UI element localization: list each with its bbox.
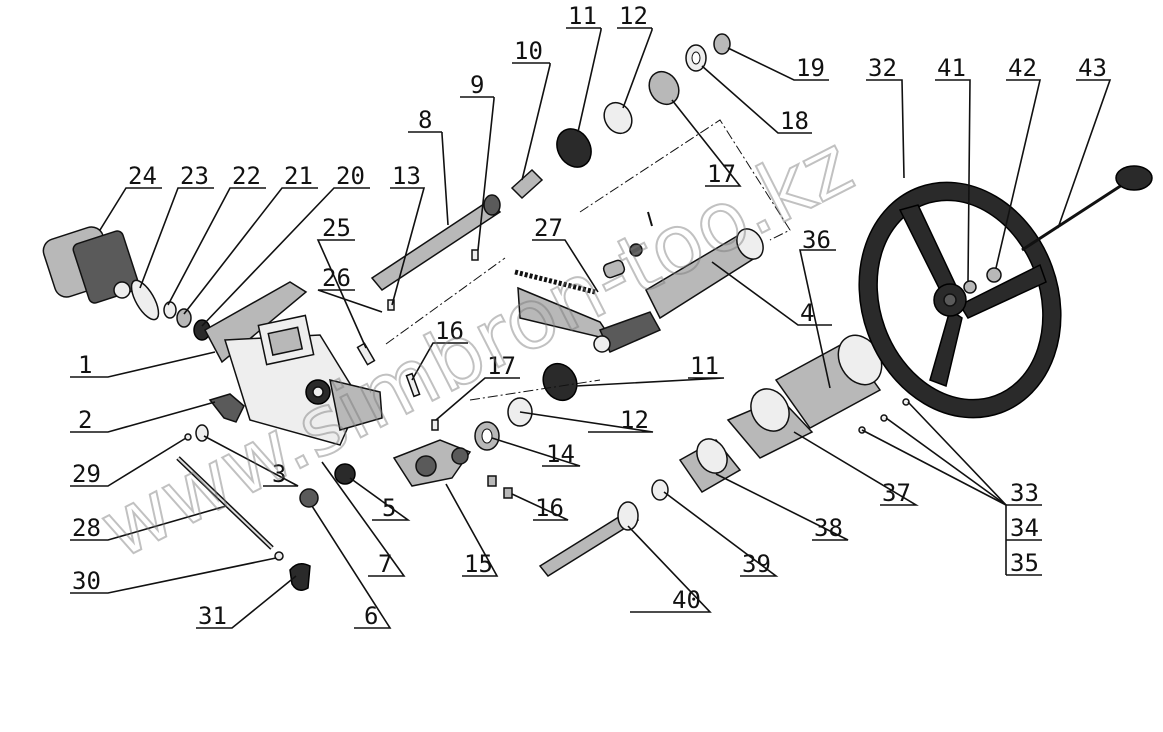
- hydraulic-pump: [42, 226, 140, 304]
- callout-44: 42: [1008, 54, 1037, 82]
- parts: [42, 33, 1153, 591]
- washer: [963, 280, 977, 294]
- callout-27: 25: [322, 214, 351, 242]
- bolt: [356, 342, 376, 366]
- callout-37: 35: [1010, 549, 1039, 577]
- callout-35: 33: [1010, 479, 1039, 507]
- callout-31: 29: [72, 460, 101, 488]
- sleeve: [603, 101, 633, 135]
- shaft: [370, 194, 502, 291]
- callout-18: 16: [535, 494, 564, 522]
- steering-wheel: [858, 181, 1062, 419]
- callout-17: 17: [487, 352, 516, 380]
- callout-22: 20: [336, 162, 365, 190]
- callout-38: 36: [802, 226, 831, 254]
- callout-8: 8: [418, 106, 432, 134]
- callout-6: 6: [364, 602, 378, 630]
- pin: [431, 419, 439, 431]
- callout-43: 41: [937, 54, 966, 82]
- bushing-40: [678, 438, 742, 493]
- knob-rod: [1021, 183, 1123, 252]
- key: [387, 299, 395, 311]
- callout-14: 14: [546, 440, 575, 468]
- callout-3: 3: [272, 460, 286, 488]
- nut: [629, 243, 643, 257]
- callout-34: 32: [868, 54, 897, 82]
- callout-7: 7: [378, 550, 392, 578]
- callout-12: 12: [619, 2, 648, 30]
- universal-joint: [392, 439, 472, 487]
- callout-9: 9: [470, 71, 484, 99]
- callout-11-lower: 11: [690, 352, 719, 380]
- callout-29: 27: [534, 214, 563, 242]
- callout-42: 40: [672, 586, 701, 614]
- nut: [648, 70, 680, 106]
- nut: [986, 267, 1002, 283]
- callout-41: 39: [742, 550, 771, 578]
- callout-1: 1: [78, 351, 92, 379]
- bolt: [487, 475, 497, 487]
- ring: [651, 479, 669, 501]
- callout-10: 10: [514, 37, 543, 65]
- callout-16: 16: [435, 317, 464, 345]
- callout-15: 15: [464, 550, 493, 578]
- knob: [289, 563, 311, 591]
- callout-25: 23: [180, 162, 209, 190]
- knob: [1115, 165, 1153, 191]
- bolt: [405, 372, 421, 398]
- callout-2: 2: [78, 406, 92, 434]
- callout-13: 13: [392, 162, 421, 190]
- callout-40: 38: [814, 514, 843, 542]
- tube-39: [726, 388, 814, 459]
- callout-26: 24: [128, 162, 157, 190]
- callout-21: 19: [796, 54, 825, 82]
- callout-19: 17: [707, 160, 736, 188]
- cover-38: [774, 334, 883, 429]
- washer: [163, 301, 177, 319]
- leader-lines: [70, 27, 1112, 629]
- pin: [471, 249, 479, 261]
- axis-lines: [385, 119, 791, 401]
- callout-39: 37: [882, 479, 911, 507]
- nut: [713, 33, 731, 55]
- plug: [334, 463, 356, 485]
- yoke: [510, 168, 544, 200]
- callout-28: 26: [322, 264, 351, 292]
- callout-33: 31: [198, 602, 227, 630]
- callout-11: 11: [568, 2, 597, 30]
- lever: [208, 393, 245, 423]
- callout-labels: 11 12 10 9 8 19 18 17 13 24 23 22 21 20 …: [72, 2, 1107, 630]
- callout-32: 30: [72, 567, 101, 595]
- o-ring: [130, 279, 160, 321]
- callout-24: 22: [232, 162, 261, 190]
- callout-5: 5: [382, 494, 396, 522]
- column-bracket: [203, 281, 383, 446]
- callout-4: 4: [800, 299, 814, 327]
- steering-shaft: [538, 501, 640, 577]
- callout-45: 43: [1078, 54, 1107, 82]
- nut: [274, 551, 284, 561]
- bushing: [556, 128, 592, 168]
- callout-23: 21: [284, 162, 313, 190]
- column-tube: [517, 228, 764, 353]
- bushing: [542, 362, 578, 402]
- callout-12-lower: 12: [620, 406, 649, 434]
- washer: [176, 308, 192, 328]
- spring: [514, 269, 596, 295]
- small-washer: [184, 433, 192, 441]
- bolt: [503, 487, 513, 499]
- callout-20: 18: [780, 107, 809, 135]
- sleeve: [602, 259, 626, 279]
- callout-36: 34: [1010, 514, 1039, 542]
- nut: [299, 488, 319, 508]
- callout-30: 28: [72, 514, 101, 542]
